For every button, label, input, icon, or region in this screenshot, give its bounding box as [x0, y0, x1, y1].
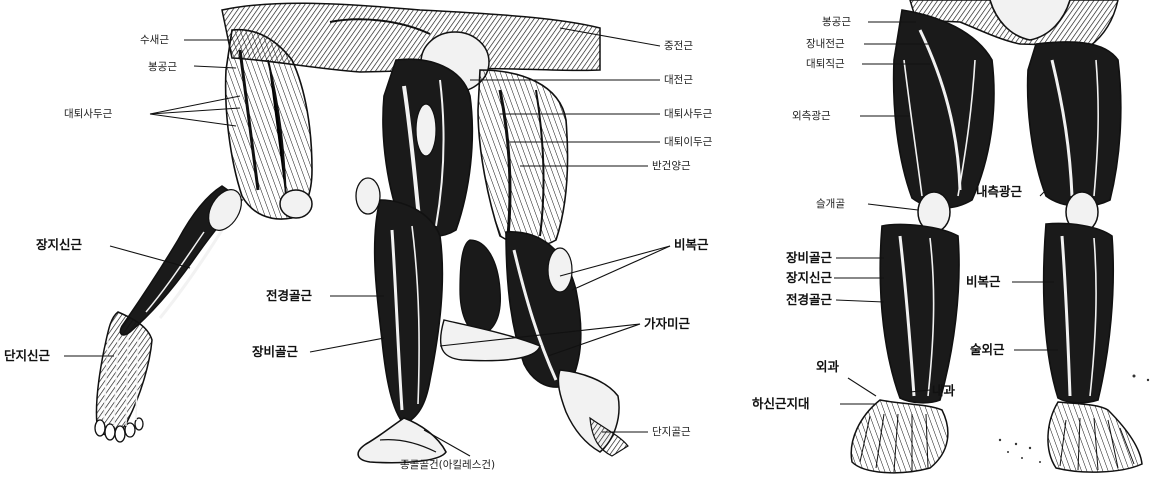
label-rectus-femoris: 대퇴직근: [806, 57, 845, 71]
label-tibialis-anterior: 전경골근: [266, 289, 312, 303]
label-soleus: 가자미근: [644, 317, 690, 331]
label-right-tibialis-anterior: 전경골근: [786, 293, 832, 307]
label-right-soleus: 술외근: [970, 343, 1005, 357]
label-peroneus-longus: 장비골근: [252, 345, 298, 359]
label-adductor-longus: 장내전근: [806, 37, 845, 51]
label-vastus-lateralis: 외측광근: [792, 109, 831, 123]
label-lateral-malleolus: 외과: [816, 360, 839, 374]
label-extensor-digitorum-brevis: 단지신근: [4, 349, 50, 363]
label-gluteus-medius: 중전근: [664, 39, 693, 53]
front-view-legs: [851, 0, 1149, 473]
label-medial-malleolus: 내과: [932, 384, 955, 398]
label-gluteus-maximus: 대전근: [664, 73, 693, 87]
label-biceps-femoris: 대퇴이두근: [664, 135, 712, 149]
label-quadriceps-right: 대퇴사두근: [664, 107, 712, 121]
label-right-sartorius: 봉공근: [822, 15, 851, 29]
label-right-peroneus-longus: 장비골근: [786, 251, 832, 265]
label-extensor-digitorum-longus: 장지신근: [36, 238, 82, 252]
label-right-gastrocnemius: 비복근: [966, 275, 1001, 289]
label-quadriceps: 대퇴사두근: [64, 107, 112, 121]
label-semitendinosus: 반건양근: [652, 159, 691, 173]
label-sartorius: 봉공근: [148, 60, 177, 74]
label-vastus-medialis: 내측광근: [976, 185, 1022, 199]
label-inferior-retinaculum: 하신근지대: [752, 397, 810, 411]
label-sartorius-top: 수새근: [140, 33, 169, 47]
label-achilles-tendon: 종골골건(아킬레스건): [400, 458, 495, 472]
label-right-extensor-digitorum: 장지신근: [786, 271, 832, 285]
label-patella: 슬개골: [816, 197, 845, 211]
label-extensor-brevis-right: 단지골근: [652, 425, 691, 439]
label-gastrocnemius: 비복근: [674, 238, 709, 252]
